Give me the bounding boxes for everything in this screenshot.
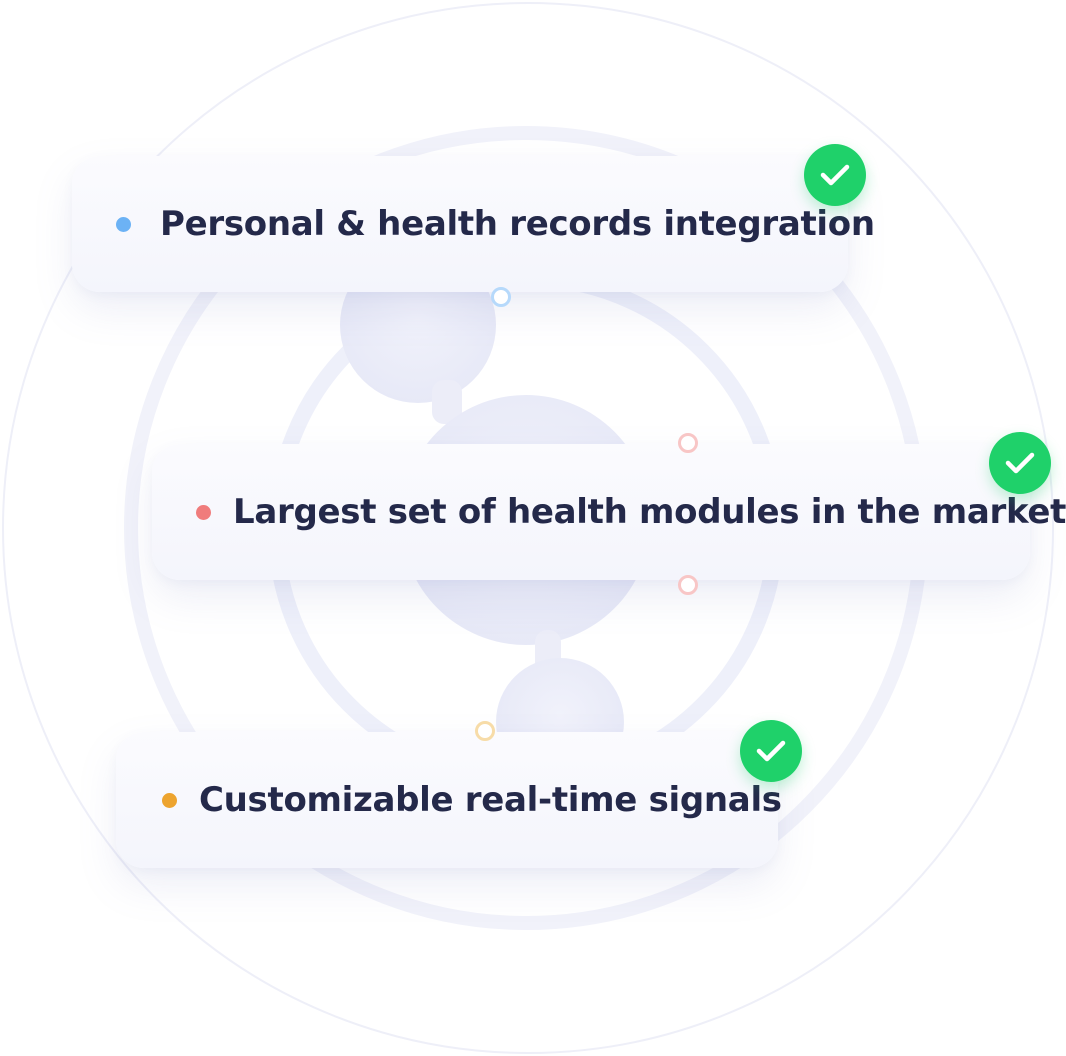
feature-label: Personal & health records integration xyxy=(160,204,875,244)
bullet-dot-orange xyxy=(162,792,177,808)
feature-label: Customizable real-time signals xyxy=(199,780,782,820)
connector-ring-pink xyxy=(678,433,698,453)
checkmark-icon xyxy=(989,432,1051,494)
checkmark-icon xyxy=(740,720,802,782)
connector-ring-blue xyxy=(491,287,511,307)
bullet-dot-blue xyxy=(116,216,131,232)
bullet-dot-red xyxy=(196,504,211,520)
feature-card-3: Customizable real-time signals xyxy=(116,732,782,868)
feature-card-1: Personal & health records integration xyxy=(72,156,875,292)
feature-label: Largest set of health modules in the mar… xyxy=(233,492,1066,532)
connector-ring-yellow xyxy=(475,721,495,741)
feature-card-2: Largest set of health modules in the mar… xyxy=(152,444,1066,580)
orb-connector-top xyxy=(432,380,462,424)
connector-ring-pink xyxy=(678,575,698,595)
checkmark-icon xyxy=(804,144,866,206)
